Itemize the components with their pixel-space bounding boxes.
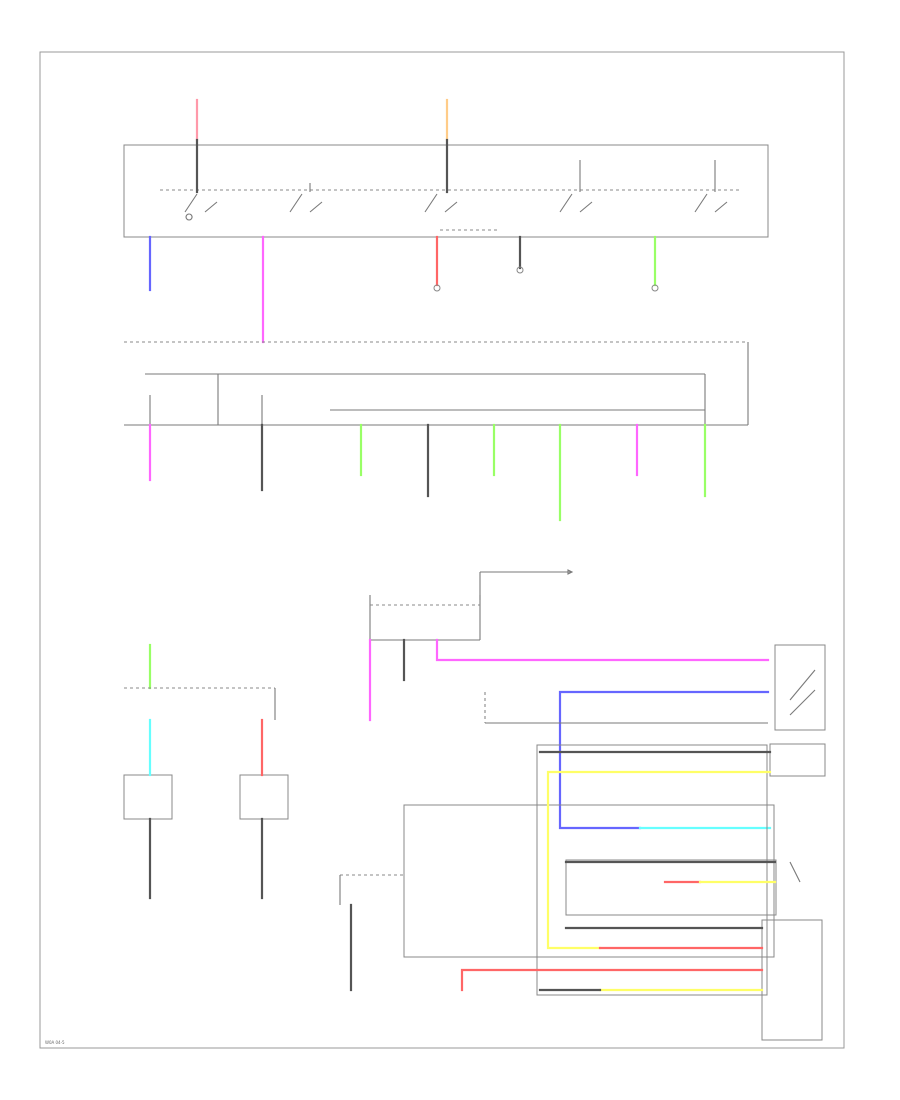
wire-blue-loop <box>558 690 770 830</box>
bottom-center-connector <box>339 874 404 905</box>
left-relay-box <box>123 687 289 820</box>
center-relay-box <box>369 569 574 641</box>
connector-green <box>651 284 659 292</box>
wire-red-bottom <box>460 968 764 992</box>
right-module-box <box>403 744 823 1041</box>
connector-red <box>433 284 441 292</box>
page-id: W0A 04-5 <box>45 1040 65 1045</box>
connector-black-short <box>516 266 524 274</box>
middle-fuse-box <box>124 341 749 426</box>
wire-yellow-1 <box>546 770 772 950</box>
diagram-frame <box>39 51 845 1049</box>
wire-pink-to-right-switch <box>435 638 770 662</box>
right-switch-block <box>769 644 826 777</box>
